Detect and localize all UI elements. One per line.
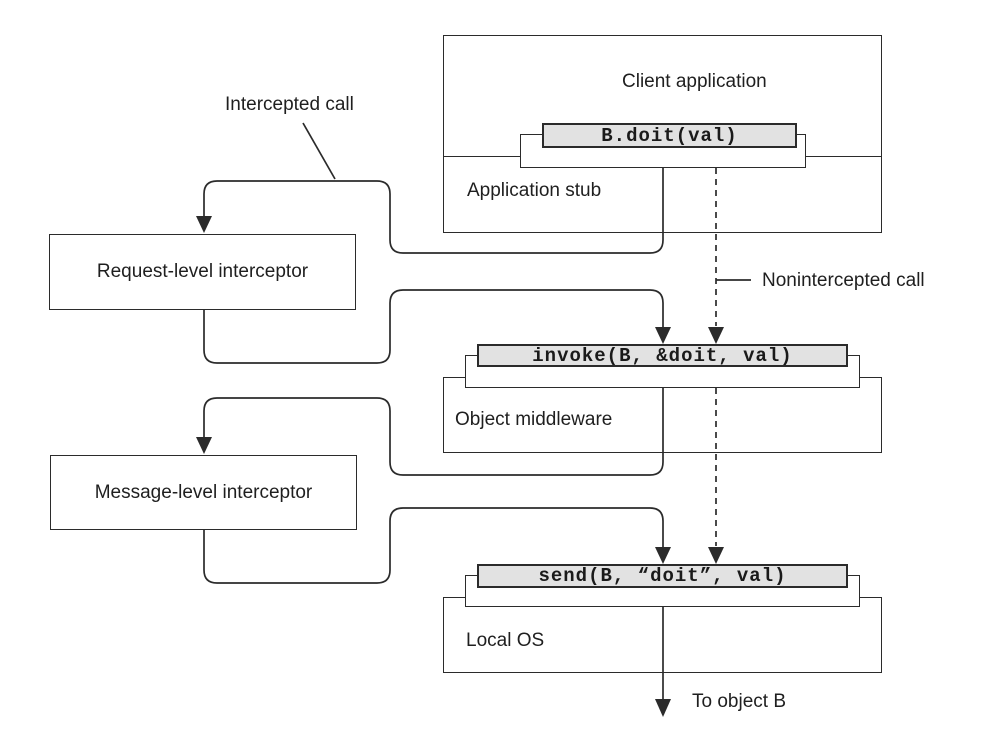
application-stub-label: Application stub (467, 180, 602, 201)
client-call-code: B.doit(val) (601, 124, 738, 147)
middleware-call-code: invoke(B, &doit, val) (532, 344, 793, 367)
nonintercepted-call-label: Nonintercepted call (762, 270, 925, 291)
object-middleware-label: Object middleware (455, 409, 613, 430)
arrowhead-request-interceptor (196, 216, 212, 233)
intercepted-call-label: Intercepted call (225, 94, 354, 115)
request-level-interceptor-box: Request-level interceptor (49, 234, 356, 310)
os-call-code: send(B, “doit”, val) (538, 565, 787, 587)
arrowhead-send-solid (655, 547, 671, 564)
arrowhead-invoke-dashed (708, 327, 724, 344)
message-level-interceptor-label: Message-level interceptor (94, 481, 313, 503)
local-os-label: Local OS (466, 630, 545, 651)
request-level-interceptor-label: Request-level interceptor (96, 261, 309, 282)
to-object-b-label: To object B (692, 691, 786, 712)
arrowhead-message-interceptor (196, 437, 212, 454)
arrowhead-to-object-b (655, 699, 671, 717)
arrowhead-send-dashed (708, 547, 724, 564)
message-level-interceptor-box: Message-level interceptor (50, 455, 357, 530)
client-call-bar: B.doit(val) (542, 123, 797, 148)
client-application-label: Client application (622, 71, 767, 92)
intercepted-label-pointer (302, 122, 336, 180)
arrowhead-invoke-solid (655, 327, 671, 344)
os-call-bar: send(B, “doit”, val) (477, 564, 848, 588)
middleware-call-bar: invoke(B, &doit, val) (477, 344, 848, 367)
